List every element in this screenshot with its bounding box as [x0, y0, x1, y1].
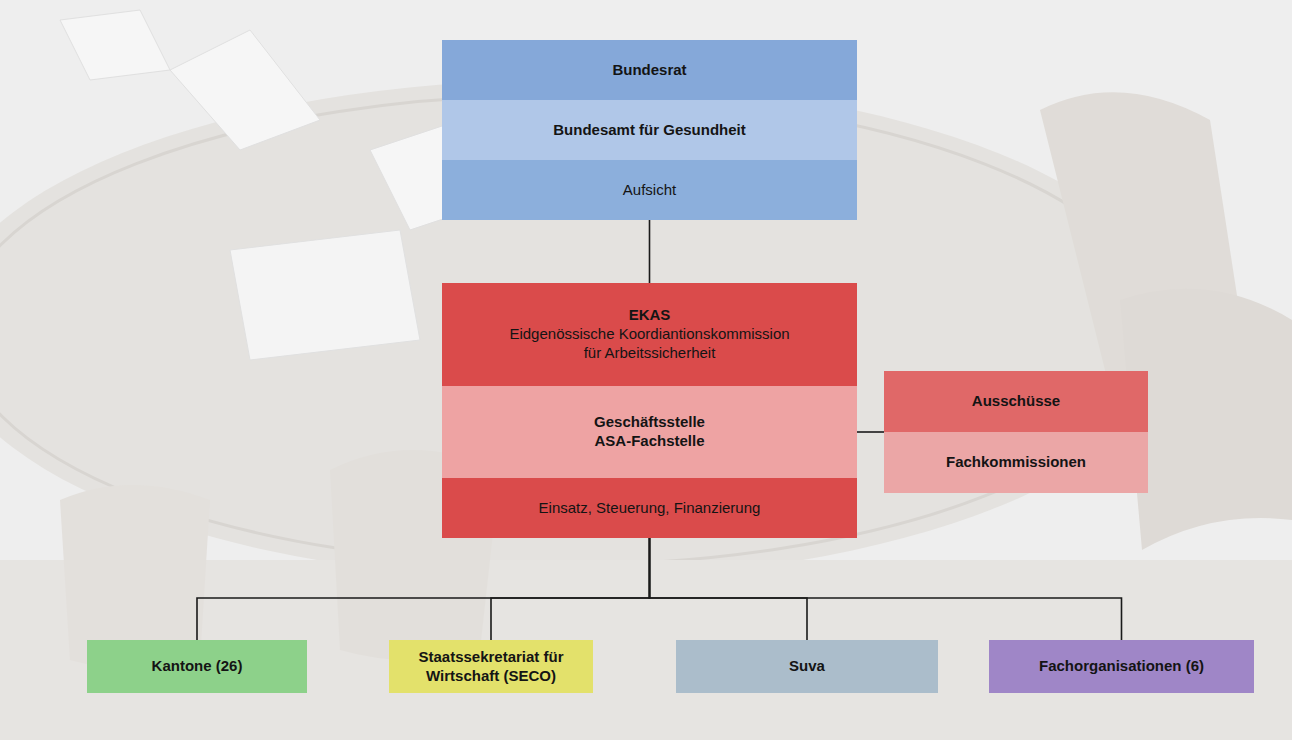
box-label: Ausschüsse	[972, 392, 1060, 411]
org-box: BundesratBundesamt für GesundheitAufsich…	[442, 40, 857, 220]
org-band: GeschäftsstelleASA-Fachstelle	[442, 386, 857, 478]
org-band: Aufsicht	[442, 160, 857, 220]
box-label: Aufsicht	[623, 181, 676, 200]
box-label: Fachorganisationen (6)	[1039, 657, 1204, 676]
org-band: Staatssekretariat für Wirtschaft (SECO)	[389, 640, 593, 693]
org-connector	[650, 538, 1122, 640]
org-band: Bundesamt für Gesundheit	[442, 100, 857, 160]
org-box: Staatssekretariat für Wirtschaft (SECO)	[389, 640, 593, 693]
box-label: Fachkommissionen	[946, 453, 1086, 472]
box-label: Geschäftsstelle	[594, 413, 705, 432]
org-band: Fachkommissionen	[884, 432, 1148, 493]
org-box: Suva	[676, 640, 938, 693]
box-label: Einsatz, Steuerung, Finanzierung	[539, 499, 761, 518]
org-band: Suva	[676, 640, 938, 693]
org-box: EKASEidgenössische Koordiantionskommissi…	[442, 283, 857, 538]
org-box: Fachorganisationen (6)	[989, 640, 1254, 693]
box-label: Kantone (26)	[152, 657, 243, 676]
org-band: Kantone (26)	[87, 640, 307, 693]
org-band: Einsatz, Steuerung, Finanzierung	[442, 478, 857, 538]
org-band: Fachorganisationen (6)	[989, 640, 1254, 693]
org-band: EKASEidgenössische Koordiantionskommissi…	[442, 283, 857, 386]
org-box: AusschüsseFachkommissionen	[884, 371, 1148, 493]
box-label: Bundesamt für Gesundheit	[553, 121, 746, 140]
org-connector	[650, 538, 808, 640]
name-card	[60, 10, 170, 80]
box-label: ASA-Fachstelle	[594, 432, 704, 451]
org-box: Kantone (26)	[87, 640, 307, 693]
org-band: Ausschüsse	[884, 371, 1148, 432]
name-card	[170, 30, 320, 150]
box-label: Suva	[789, 657, 825, 676]
org-connector	[857, 431, 884, 433]
box-label: Bundesrat	[612, 61, 686, 80]
box-label: EKAS	[629, 306, 671, 325]
org-connector	[491, 538, 650, 640]
box-label: Eidgenössische Koordiantionskommission f…	[500, 325, 800, 363]
box-label: Staatssekretariat für Wirtschaft (SECO)	[403, 648, 579, 686]
org-connector	[649, 220, 651, 283]
name-card	[230, 230, 420, 360]
org-band: Bundesrat	[442, 40, 857, 100]
org-connector	[197, 538, 650, 640]
